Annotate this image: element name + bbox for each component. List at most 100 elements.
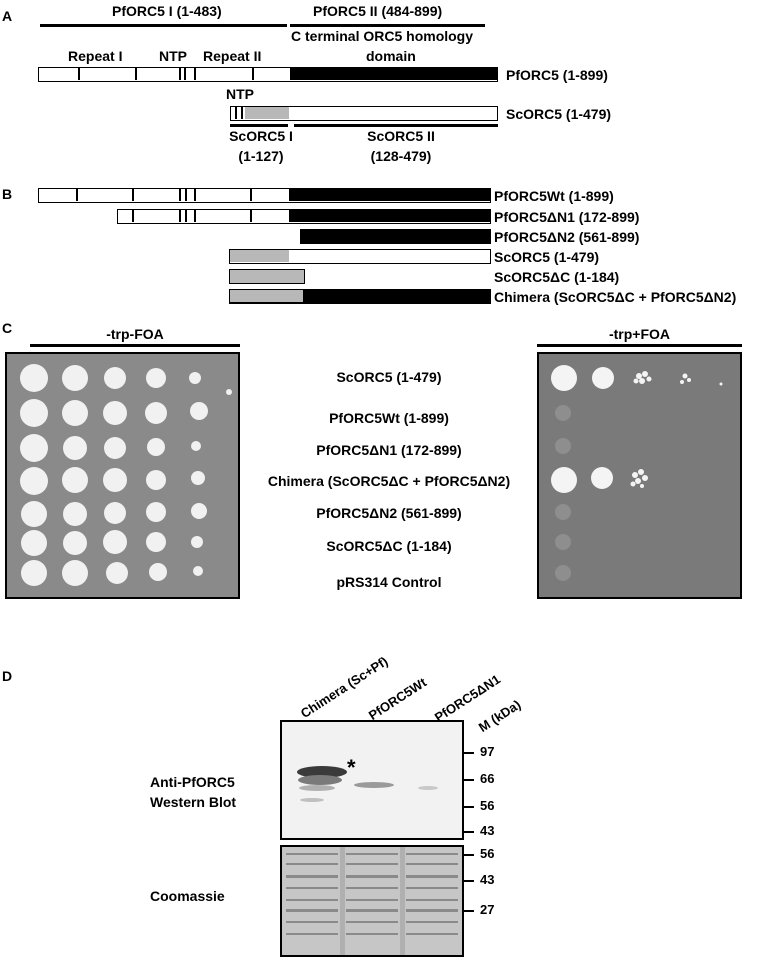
domain-tick: [76, 189, 78, 201]
strain-label: ScORC5ΔC (1-184): [326, 538, 452, 554]
star-annotation: *: [347, 755, 356, 780]
coomassie-bands: [286, 847, 458, 955]
domain-tick: [194, 210, 196, 222]
domain-tick: [250, 210, 252, 222]
domain-tick: [194, 68, 196, 80]
domain-tick: [179, 68, 181, 80]
construct-label: Chimera (ScORC5ΔC + PfORC5ΔN2): [494, 289, 737, 305]
marker-label: 56: [480, 798, 495, 813]
domain-tick: [185, 189, 187, 201]
lane-label: PfORC5Wt: [365, 674, 430, 723]
ntp-sc-label: NTP: [226, 86, 254, 102]
marker-label: 27: [480, 902, 495, 917]
strain-label: pRS314 Control: [336, 574, 442, 590]
western-blot-image: [280, 720, 464, 840]
scorc5-i-label-1: ScORC5 I: [229, 128, 293, 144]
domain-tick: [250, 189, 252, 201]
panel-letter-d: D: [2, 668, 13, 684]
construct-bar-pforc5-dn1: [117, 209, 491, 224]
plate-no-foa-image: [20, 364, 232, 586]
panel-letter-c: C: [2, 320, 13, 336]
plate-no-foa: [5, 352, 240, 599]
construct-bar-pforc5wt: [38, 188, 491, 203]
domain-tick: [252, 68, 254, 80]
domain-tick: [194, 189, 196, 201]
coomassie-gel-image: [280, 845, 464, 957]
domain-tick: [78, 68, 80, 80]
plate-with-foa: [537, 352, 742, 599]
plate-title-right: -trp+FOA: [608, 326, 671, 342]
scorc5-ii-label-1: ScORC5 II: [367, 128, 435, 144]
domain-tick: [235, 107, 237, 119]
strain-label: ScORC5 (1-479): [336, 369, 442, 385]
coomassie-label: Coomassie: [150, 888, 225, 904]
marker-label: 43: [480, 872, 495, 887]
marker-label: 43: [480, 823, 495, 838]
pforc5-i-bracket: [40, 24, 287, 27]
domain-tick: [179, 210, 181, 222]
marker-label: 66: [480, 771, 495, 786]
pforc5-domain-bar: [38, 67, 498, 82]
plate-title-underline-left: [30, 344, 240, 347]
construct-label: ScORC5 (1-479): [494, 249, 600, 265]
western-label-2: Western Blot: [150, 794, 237, 810]
sc-n-terminal-segment: [230, 290, 303, 302]
construct-bar-pforc5-dn2: [300, 229, 491, 244]
domain-tick: [179, 189, 181, 201]
marker-tick: [464, 910, 474, 912]
marker-tick: [464, 854, 474, 856]
scorc5-full-label: ScORC5 (1-479): [506, 106, 612, 122]
marker-tick: [464, 880, 474, 882]
scorc5-ii-bracket: [294, 124, 498, 127]
domain-tick: [135, 68, 137, 80]
strain-label: PfORC5ΔN2 (561-899): [316, 505, 462, 521]
construct-label: PfORC5Wt (1-899): [494, 188, 614, 204]
marker-label: 97: [480, 744, 495, 759]
sc-n-terminal-segment: [230, 250, 289, 262]
construct-bar-scorc5: [229, 249, 491, 264]
homology-domain-segment: [290, 68, 497, 80]
strain-label: PfORC5Wt (1-899): [329, 410, 449, 426]
pforc5-ii-bracket: [290, 24, 485, 27]
sc-n-terminal-segment: [245, 107, 289, 119]
marker-tick: [464, 806, 474, 808]
scorc5-i-label-2: (1-127): [238, 148, 284, 164]
plate-with-foa-image: [551, 365, 723, 581]
domain-tick: [132, 189, 134, 201]
construct-label: PfORC5ΔN2 (561-899): [494, 229, 640, 245]
marker-tick: [464, 752, 474, 754]
construct-bar-scorc5-dc: [229, 269, 305, 284]
scorc5-i-bracket: [230, 124, 288, 127]
repeat-ii-label: Repeat II: [203, 48, 262, 64]
ntp-label: NTP: [159, 48, 187, 64]
strain-label: PfORC5ΔN1 (172-899): [316, 442, 462, 458]
homology-domain-label-2: domain: [366, 48, 416, 64]
scorc5-domain-bar: [230, 106, 498, 121]
panel-letter-b: B: [2, 186, 13, 202]
pforc5-ii-label: PfORC5 II (484-899): [313, 3, 443, 19]
western-blot-bands: [297, 766, 438, 802]
domain-tick: [185, 210, 187, 222]
construct-bar-chimera: [229, 289, 491, 304]
strain-label: Chimera (ScORC5ΔC + PfORC5ΔN2): [267, 473, 511, 489]
pforc5-i-label: PfORC5 I (1-483): [112, 3, 222, 19]
panel-letter-a: A: [2, 8, 13, 24]
marker-tick: [464, 779, 474, 781]
plate-title-underline-right: [537, 344, 742, 347]
marker-tick: [464, 831, 474, 833]
construct-label: ScORC5ΔC (1-184): [494, 269, 620, 285]
homology-domain-segment: [289, 189, 490, 201]
homology-domain-label-1: C terminal ORC5 homology: [291, 28, 474, 44]
western-label-1: Anti-PfORC5: [150, 774, 235, 790]
scorc5-ii-label-2: (128-479): [370, 148, 432, 164]
plate-title-left: -trp-FOA: [106, 326, 164, 342]
construct-label: PfORC5ΔN1 (172-899): [494, 209, 640, 225]
repeat-i-label: Repeat I: [68, 48, 123, 64]
pforc5-full-label: PfORC5 (1-899): [506, 67, 608, 83]
lane-label: M (kDa): [475, 696, 524, 735]
domain-tick: [241, 107, 243, 119]
marker-label: 56: [480, 846, 495, 861]
homology-domain-segment: [289, 210, 490, 222]
domain-tick: [132, 210, 134, 222]
domain-tick: [184, 68, 186, 80]
